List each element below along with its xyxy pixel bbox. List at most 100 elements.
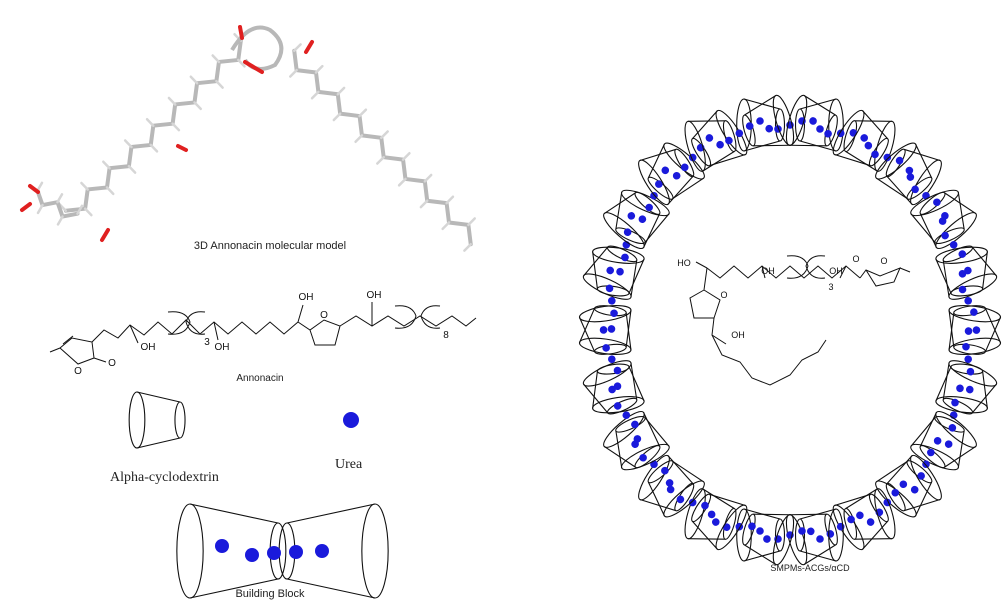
urea-dot xyxy=(956,384,964,393)
cone-wide-rim xyxy=(832,109,865,156)
cone-narrow-rim xyxy=(615,227,646,245)
oxygen-atom xyxy=(176,144,188,152)
cone-side xyxy=(910,192,965,243)
cone-narrow-rim xyxy=(691,493,712,523)
urea-dot xyxy=(735,129,744,138)
cyclodextrin-left xyxy=(684,120,737,172)
oxygen-atom xyxy=(100,228,110,242)
oh-label: OH xyxy=(141,342,156,353)
cyclodextrin-left xyxy=(832,109,889,167)
hydrogen-stick xyxy=(236,58,246,68)
urea-dot xyxy=(688,498,697,507)
urea-dot xyxy=(343,412,359,428)
cone-side xyxy=(948,309,1001,352)
cone-wide-rim xyxy=(592,396,645,414)
alkyl-chain xyxy=(339,315,477,327)
urea-dot xyxy=(315,544,329,558)
cone-narrow-rim xyxy=(742,513,756,546)
hydrogen-stick xyxy=(56,193,64,204)
urea-dot xyxy=(944,440,953,448)
cyclodextrin-right xyxy=(885,148,942,206)
hydrogen-stick xyxy=(354,134,364,144)
building-block-unit xyxy=(832,109,942,206)
oh-label: OH xyxy=(215,342,230,353)
cone-wide-rim xyxy=(935,212,977,250)
cone-wide-rim xyxy=(910,454,942,501)
alkyl-chain xyxy=(91,319,299,343)
hydrogen-stick xyxy=(310,90,320,100)
cone-wide-rim xyxy=(772,94,795,146)
urea-dot xyxy=(707,510,716,519)
oh-bond xyxy=(129,324,139,344)
cyclodextrin-right xyxy=(592,246,645,297)
building-block-unit xyxy=(935,305,1002,414)
urea-dot xyxy=(809,117,817,125)
oxygen-atom xyxy=(304,40,314,54)
building-block-label: Building Block xyxy=(235,588,305,600)
urea-dot xyxy=(606,266,615,275)
cone-wide-rim xyxy=(361,503,389,599)
urea-dot xyxy=(613,366,622,375)
carbonyl-bond xyxy=(93,357,107,363)
cone-narrow-rim xyxy=(868,493,889,523)
cone-wide-rim xyxy=(948,273,998,300)
oxygen-atom xyxy=(243,60,264,74)
cyclodextrin-right xyxy=(910,415,965,471)
oh-bond xyxy=(213,321,219,341)
bracket-left xyxy=(167,311,191,335)
building-block-unit xyxy=(582,360,670,471)
double-bond xyxy=(62,335,74,345)
cone-side xyxy=(692,493,746,550)
alpha-cyclodextrin-icon xyxy=(128,391,186,449)
hydrogen-stick xyxy=(102,160,111,170)
urea-dot xyxy=(864,141,873,150)
cone-wide-rim xyxy=(874,488,896,540)
cone-wide-rim xyxy=(935,410,977,448)
urea-dot xyxy=(666,485,675,494)
urea-dot xyxy=(866,518,875,526)
molecular-model-3d xyxy=(20,25,476,252)
urea-dot xyxy=(756,527,764,535)
oh-label: OH xyxy=(731,330,745,340)
hydrogen-stick xyxy=(314,64,324,74)
hydrogen-stick xyxy=(80,181,89,191)
methyl-bond xyxy=(899,267,911,273)
hydrogen-stick xyxy=(105,186,115,196)
ring-o-label: O xyxy=(880,256,887,266)
thf-o-label: O xyxy=(720,290,727,300)
oxygen-atom xyxy=(20,202,32,212)
cone-narrow-rim xyxy=(934,415,965,433)
cone-wide-rim xyxy=(684,488,706,540)
hydrogen-stick xyxy=(189,75,199,85)
carbonyl-o-label: O xyxy=(108,358,116,369)
cone-wide-rim xyxy=(875,142,917,180)
cone-narrow-rim xyxy=(794,518,806,552)
cone-narrow-rim xyxy=(615,415,646,433)
cone-narrow-rim xyxy=(593,305,627,317)
urea-dot xyxy=(605,284,614,293)
hydrogen-stick xyxy=(358,108,368,118)
cone-side xyxy=(639,148,694,205)
cone-narrow-rim xyxy=(950,363,984,375)
oh-label: OH xyxy=(299,292,314,303)
urea-dot xyxy=(267,546,281,560)
urea-dot xyxy=(645,203,653,212)
cone-side xyxy=(910,417,965,468)
urea-dot xyxy=(610,309,618,318)
cone-wide-rim xyxy=(603,212,645,250)
urea-dot xyxy=(964,266,972,275)
urea-dot xyxy=(964,296,973,305)
oh-label: OH xyxy=(829,266,843,276)
cone-side xyxy=(789,94,836,147)
cone-narrow-rim xyxy=(647,460,674,484)
urea-dot xyxy=(958,285,967,294)
urea-dot xyxy=(705,134,714,142)
bracket-left xyxy=(786,255,809,279)
repeat-3-label: 3 xyxy=(828,282,833,292)
lactone-ring xyxy=(59,337,95,365)
hydrogen-stick xyxy=(56,215,64,226)
carbon-chain xyxy=(292,48,473,247)
thf-ring xyxy=(689,267,721,319)
repeat-3-label: 3 xyxy=(204,337,210,348)
urea-dot xyxy=(883,153,892,162)
